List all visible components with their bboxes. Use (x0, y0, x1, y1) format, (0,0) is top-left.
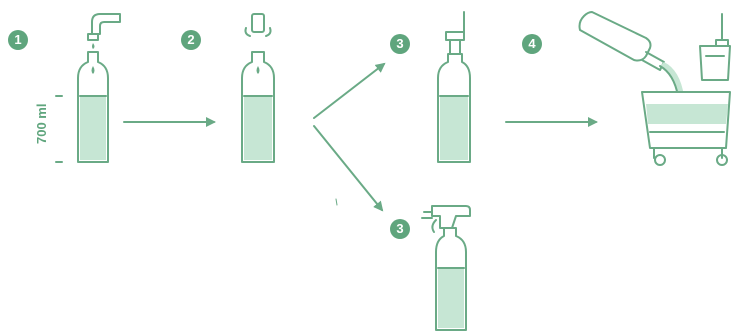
dispenser-tap-icon (88, 14, 120, 49)
step-number-badge: 1 (8, 30, 28, 50)
spray-bottle-icon (422, 206, 470, 330)
step-number-badge: 4 (522, 34, 542, 54)
bottle-icon (242, 52, 274, 162)
step-number-badge: 3 (390, 34, 410, 54)
arrow-icon (314, 126, 382, 210)
volume-label: 700 ml (34, 104, 50, 144)
mop-bucket-icon (642, 14, 730, 165)
arrow-icon (314, 64, 384, 118)
step-number-badge: 2 (181, 30, 201, 50)
bottle-icon (78, 52, 108, 162)
pump-bottle-icon (438, 12, 470, 162)
volume-bracket (56, 96, 62, 162)
pouring-bottle-icon (580, 12, 685, 96)
step-number-badge: 3 (390, 219, 410, 239)
bottle-cap-icon (246, 14, 271, 36)
